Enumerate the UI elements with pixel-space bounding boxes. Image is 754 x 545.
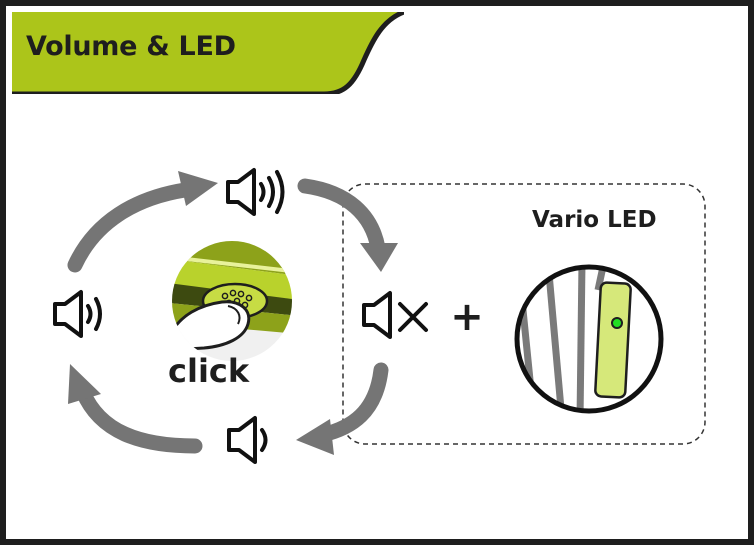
arrowhead-icon <box>68 364 101 404</box>
arrow-heads <box>68 171 398 455</box>
led-group-box <box>342 183 706 445</box>
page-title: Volume & LED <box>26 31 236 62</box>
header-tab <box>12 12 404 94</box>
vario-led-illustration <box>514 264 664 414</box>
led-light-icon <box>611 317 623 329</box>
arrow-low-to-medium <box>75 384 203 454</box>
led-device-body <box>594 281 632 399</box>
arrow-muted-to-low <box>314 362 389 443</box>
arrowhead-icon <box>178 171 218 206</box>
arrow-medium-to-high <box>67 182 193 273</box>
speaker-high-icon <box>226 168 285 216</box>
vario-led-label: Vario LED <box>532 207 657 233</box>
click-label: click <box>168 352 250 390</box>
arrow-high-to-muted <box>297 178 386 256</box>
speaker-muted-icon <box>362 291 428 339</box>
click-button-illustration <box>172 241 292 361</box>
arrowhead-icon <box>360 243 398 272</box>
speaker-medium-icon <box>53 290 102 338</box>
arrowhead-icon <box>296 419 334 455</box>
speaker-low-icon <box>227 416 268 464</box>
finger-icon <box>172 300 251 352</box>
plus-sign: + <box>450 294 484 340</box>
